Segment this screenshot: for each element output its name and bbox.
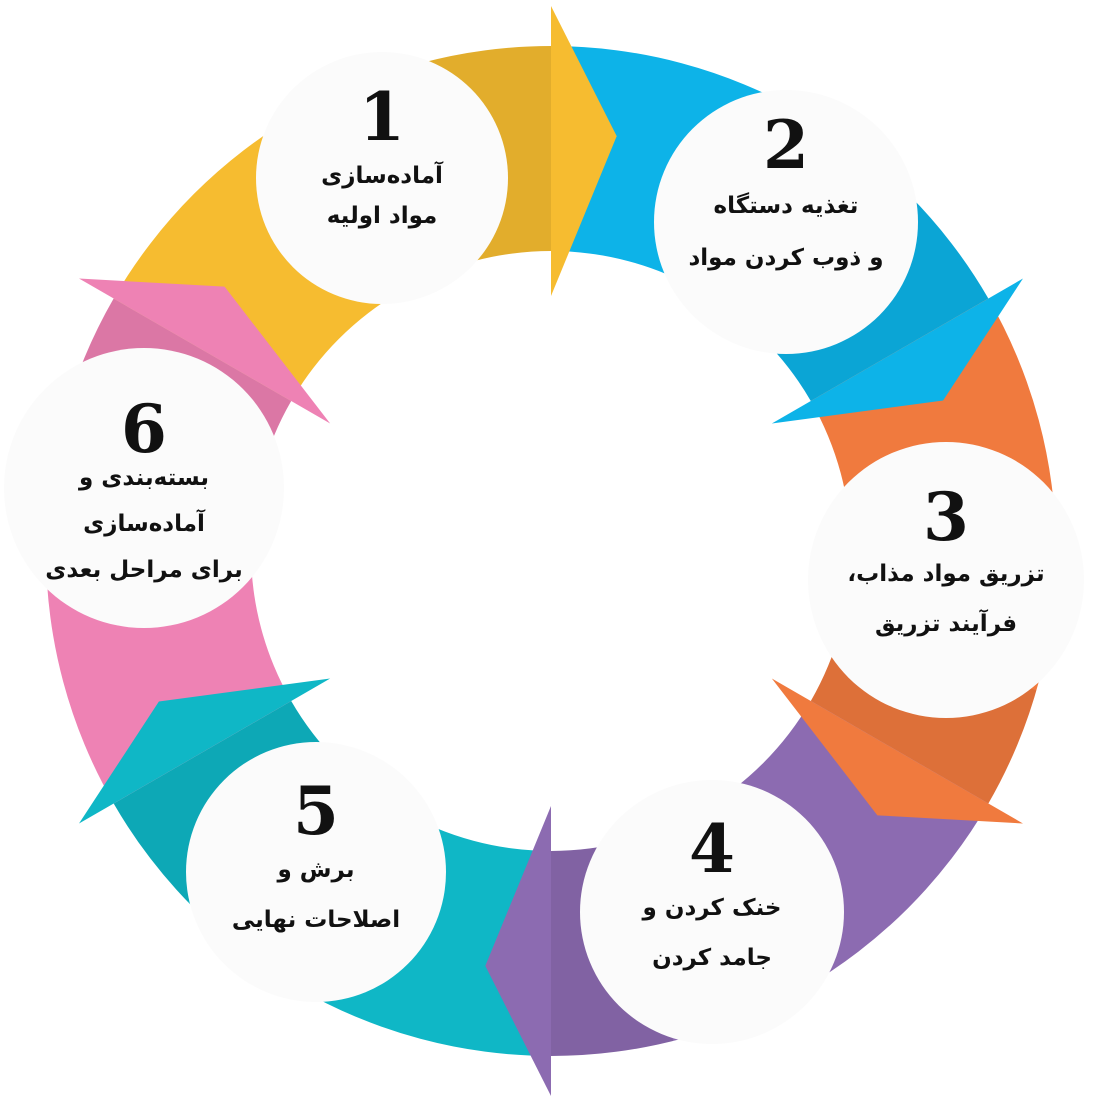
step-circle-2 bbox=[654, 90, 918, 354]
step-6: 6 بسته‌بندی و آماده‌سازی برای مراحل بعدی bbox=[24, 396, 264, 590]
step-circle-4 bbox=[580, 780, 844, 1044]
step-5-line-1: برش و bbox=[277, 857, 355, 883]
step-5-number: 5 bbox=[293, 772, 339, 850]
step-circle-5 bbox=[186, 742, 446, 1002]
step-6-line-3: برای مراحل بعدی bbox=[45, 557, 243, 583]
step-2-number: 2 bbox=[763, 106, 809, 184]
step-6-number: 6 bbox=[121, 390, 167, 468]
step-6-line-1: بسته‌بندی و bbox=[78, 465, 210, 491]
step-5: 5 برش و اصلاحات نهایی bbox=[201, 778, 431, 940]
arrowhead-5 bbox=[79, 678, 331, 824]
arrowhead-1 bbox=[551, 6, 617, 296]
step-2-line-2: و ذوب کردن مواد bbox=[688, 245, 884, 271]
ring-arrowheads bbox=[79, 6, 1023, 1096]
arrowhead-4 bbox=[485, 806, 551, 1096]
step-4-number: 4 bbox=[689, 810, 735, 888]
step-1-line-1: آماده‌سازی bbox=[321, 163, 443, 189]
arrowhead-6 bbox=[79, 278, 331, 424]
step-circle-3 bbox=[808, 442, 1084, 718]
arrowhead-3 bbox=[771, 678, 1023, 824]
step-6-line-2: آماده‌سازی bbox=[83, 511, 205, 537]
step-4: 4 خنک کردن و جامد کردن bbox=[597, 816, 827, 978]
step-circle-6 bbox=[4, 348, 284, 628]
step-2-line-1: تغذیه دستگاه bbox=[713, 193, 859, 219]
step-1-line-2: مواد اولیه bbox=[326, 203, 438, 229]
step-circle-1 bbox=[256, 52, 508, 304]
step-5-line-2: اصلاحات نهایی bbox=[231, 907, 401, 933]
step-1: 1 آماده‌سازی مواد اولیه bbox=[267, 84, 497, 236]
step-1-number: 1 bbox=[359, 78, 405, 156]
arrowhead-2 bbox=[771, 278, 1023, 424]
step-4-line-2: جامد کردن bbox=[652, 945, 772, 971]
step-circles bbox=[4, 52, 1084, 1044]
step-3-number: 3 bbox=[923, 478, 969, 556]
step-3: 3 تزریق مواد مذاب، فرآیند تزریق bbox=[826, 484, 1066, 644]
step-3-line-2: فرآیند تزریق bbox=[874, 611, 1018, 637]
step-2: 2 تغذیه دستگاه و ذوب کردن مواد bbox=[656, 112, 916, 278]
step-3-line-1: تزریق مواد مذاب، bbox=[847, 561, 1045, 587]
step-4-line-1: خنک کردن و bbox=[642, 895, 782, 921]
